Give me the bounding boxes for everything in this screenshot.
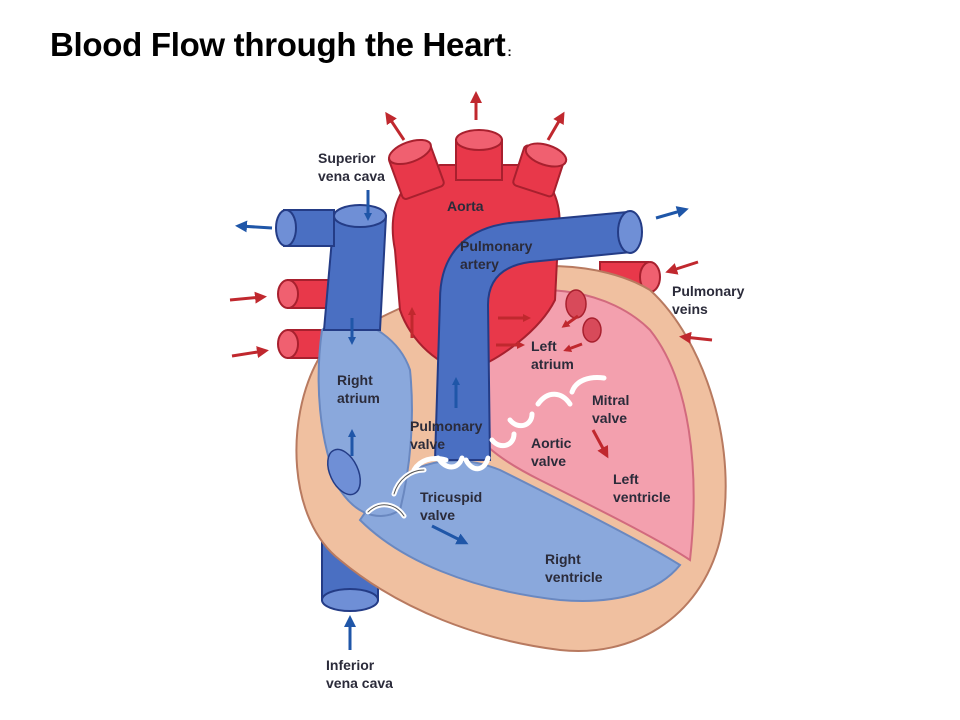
title-suffix: : [507, 44, 512, 59]
title-text: Blood Flow through the Heart [50, 26, 506, 63]
label-pulmonary-veins: Pulmonary veins [672, 283, 748, 317]
aortic-valve-leaflets [489, 411, 535, 449]
label-mitral-valve: Mitral valve [592, 392, 633, 426]
deoxygenated-flow-arrows [235, 190, 689, 650]
slide-title: Blood Flow through the Heart: [50, 26, 512, 64]
oxygenated-flow-arrows [229, 91, 713, 459]
label-left-ventricle: Left ventricle [613, 471, 671, 505]
pulmonary-artery-vessel [433, 210, 643, 461]
label-left-atrium: Left atrium [531, 338, 574, 372]
coronary-sinus-opening [327, 448, 361, 496]
label-pulmonary-artery: Pulmonary artery [460, 238, 536, 272]
label-aortic-valve: Aortic valve [531, 435, 575, 469]
label-pulmonary-valve: Pulmonary valve [410, 418, 486, 452]
label-tricuspid-valve: Tricuspid valve [420, 489, 486, 523]
label-superior-vena-cava: Superior vena cava [318, 150, 385, 184]
label-right-atrium: Right atrium [337, 372, 380, 406]
pulmonary-valve-leaflets [435, 455, 491, 472]
label-right-ventricle: Right ventricle [545, 551, 603, 585]
superior-vena-cava-vessel [275, 204, 388, 331]
tricuspid-valve-outline [367, 469, 425, 517]
label-aorta: Aorta [447, 198, 484, 214]
label-inferior-vena-cava: Inferior vena cava [326, 657, 393, 691]
mitral-valve-leaflets [535, 375, 607, 407]
